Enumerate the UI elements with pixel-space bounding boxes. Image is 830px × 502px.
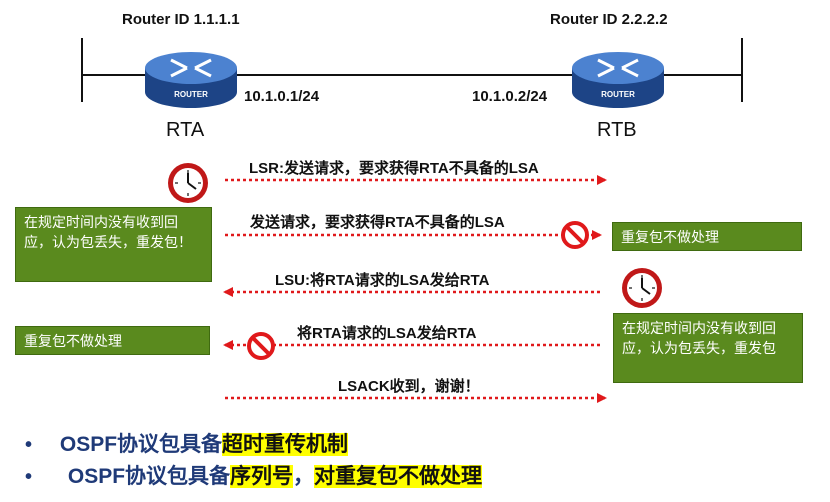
msg-lsu-retransmit: 将RTA请求的LSA发给RTA [297,325,477,342]
bullet-2-prefix: OSPF协议包具备 [67,465,231,488]
bullet-1-highlight: 超时重传机制 [222,433,349,456]
note-right-timeout: 在规定时间内没有收到回应，认为包丢失，重发包 [613,313,803,383]
msg-lsack: LSACK收到，谢谢！ [338,378,480,395]
rta-name: RTA [166,119,205,141]
note-left-duplicate: 重复包不做处理 [15,326,210,355]
note-right-duplicate: 重复包不做处理 [612,222,802,251]
rta-router-icon: ROUTER [145,52,237,108]
bullet-2-highlight: 序列号 [230,465,294,488]
bullet-2-suffix: ， [293,465,315,488]
rta-icon-label: ROUTER [174,90,208,99]
msg-lsu: LSU:将RTA请求的LSA发给RTA [275,272,490,289]
rta-router-id: Router ID 1.1.1.1 [122,11,240,28]
bullet-2-highlight-2: 对重复包不做处理 [314,465,483,488]
clock-icon [622,268,662,308]
msg-lsr: LSR:发送请求，要求获得RTA不具备的LSA [249,160,539,177]
note-left-timeout: 在规定时间内没有收到回应，认为包丢失，重发包！ [15,207,212,282]
bullet-dot: • [25,466,33,488]
rtb-name: RTB [597,119,637,141]
prohibit-icon [247,332,275,360]
bullet-1-prefix: OSPF协议包具备 [59,433,223,456]
bullet-2: • OSPF协议包具备序列号，对重复包不做处理 [25,460,483,490]
rtb-icon-label: ROUTER [601,90,635,99]
bullet-dot: • [25,434,33,456]
prohibit-icon [561,221,589,249]
rta-ip: 10.1.0.1/24 [244,88,320,105]
rtb-router-id: Router ID 2.2.2.2 [550,11,668,28]
clock-icon [168,163,208,203]
rtb-router-icon: ROUTER [572,52,664,108]
bullet-1: • OSPF协议包具备超时重传机制 [25,428,349,458]
msg-lsr-retransmit: 发送请求，要求获得RTA不具备的LSA [250,214,505,231]
rtb-ip: 10.1.0.2/24 [472,88,548,105]
